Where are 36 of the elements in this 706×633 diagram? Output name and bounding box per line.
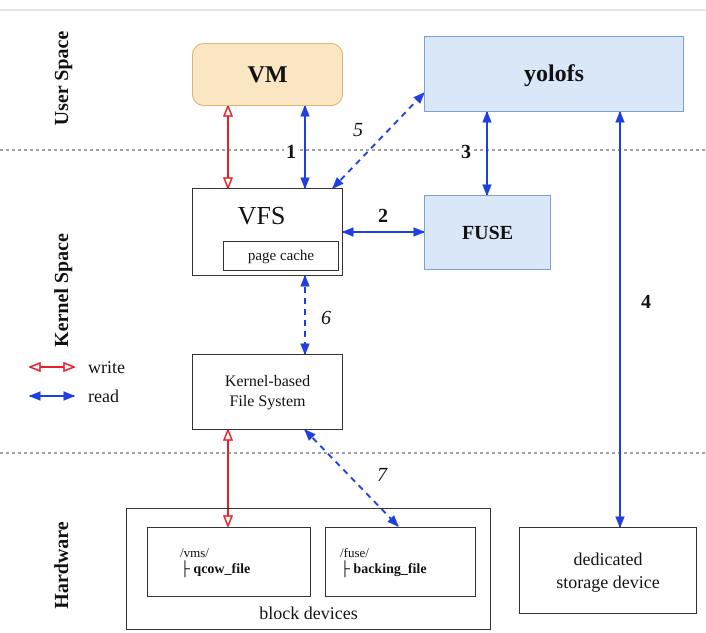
file-box [147, 527, 311, 597]
node-title: VM [248, 60, 288, 90]
process-box [192, 188, 343, 276]
process-box [424, 36, 684, 112]
region-label: Kernel Space [52, 232, 72, 349]
double-arrow [342, 228, 424, 236]
container-box [126, 508, 491, 630]
storage-box [519, 527, 697, 614]
node-label: dedicated storage device [555, 548, 661, 593]
node-label: page cache [248, 246, 314, 266]
directory-path: /vms/ [180, 545, 210, 560]
double-arrow [223, 105, 233, 189]
double-arrow [482, 112, 492, 196]
node-label: Kernel-based File System [224, 372, 312, 412]
directory-path: /fuse/ [340, 545, 370, 560]
file-name: ├ backing_file [340, 561, 428, 579]
region-label: Hardware [52, 520, 72, 611]
process-box [424, 195, 551, 270]
node-title: VFS [238, 203, 286, 229]
file-box [325, 527, 476, 597]
double-arrow [616, 112, 624, 528]
double-arrow [223, 429, 233, 527]
double-arrow [300, 276, 310, 354]
container-label: block devices [259, 602, 358, 625]
file-name: ├ qcow_file [180, 561, 252, 579]
cache-box [223, 241, 339, 271]
process-box [192, 354, 343, 430]
double-arrow [332, 92, 425, 189]
legend-label: read [88, 387, 119, 405]
double-arrow [304, 429, 399, 527]
legend-label: write [88, 358, 125, 376]
double-arrow [300, 106, 310, 188]
process-box [192, 43, 343, 106]
node-title: FUSE [462, 220, 514, 246]
node-title: yolofs [524, 60, 584, 89]
region-label: User Space [52, 30, 72, 128]
